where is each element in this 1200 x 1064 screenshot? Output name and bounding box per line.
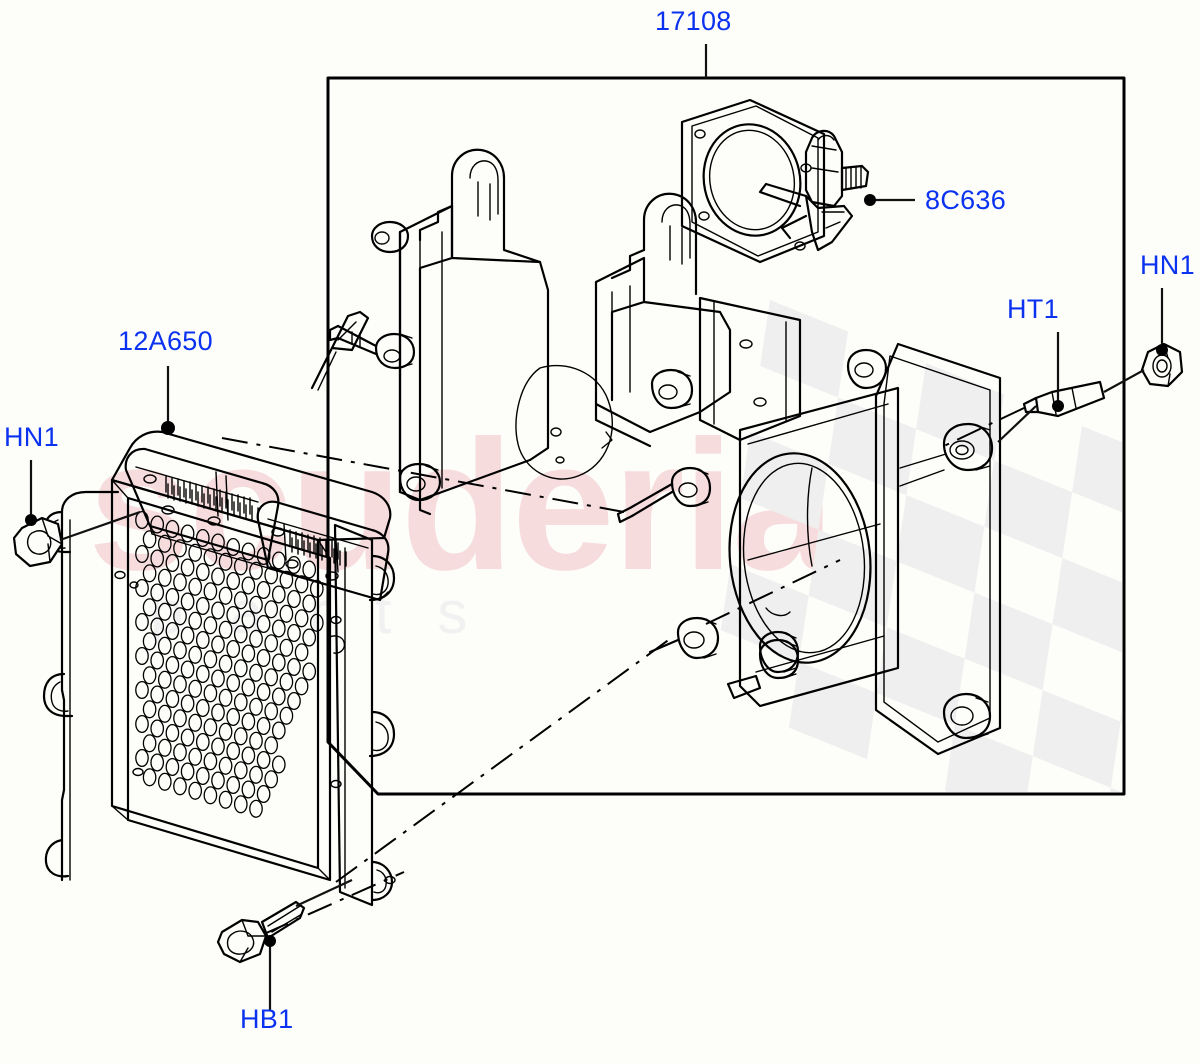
callout-ht1[interactable]: HT1: [1007, 294, 1059, 324]
throttle-body-graphic: [726, 342, 1002, 756]
callout-hb1[interactable]: HB1: [240, 1004, 294, 1034]
flange-bolt-hb1-graphic: [216, 879, 353, 964]
callout-dot-12a650: [161, 421, 175, 435]
center-sleeve-and-pin: [616, 466, 800, 674]
callout-12a650[interactable]: 12A650: [118, 326, 213, 356]
callout-8c636[interactable]: 8C636: [925, 185, 1007, 215]
ecu-mounting-bracket-graphic: [328, 148, 802, 516]
callout-dot-hb1: [264, 935, 276, 947]
callout-hn1-right[interactable]: HN1: [1140, 250, 1195, 280]
hex-nut-left-graphic: [12, 510, 141, 568]
stud-ht1-graphic: [997, 380, 1106, 443]
callout-hn1-left[interactable]: HN1: [4, 422, 59, 452]
assembly-boundary-box: [326, 76, 1126, 796]
callout-dot-hn1-right: [1156, 344, 1168, 356]
assembly-alignment-lines: [221, 407, 1025, 935]
checkered-flag-icon: [720, 300, 1122, 792]
connector-pins-left: [165, 475, 259, 523]
callout-dot-8c636: [864, 194, 876, 206]
hex-nut-right-graphic: [1103, 342, 1184, 393]
throttle-position-sensor-graphic: [680, 98, 870, 264]
callout-leaders: [25, 44, 1168, 1010]
engine-control-module-graphic: [42, 430, 396, 907]
connector-pins-right: [289, 529, 347, 567]
callout-dot-ht1: [1052, 400, 1064, 412]
bracket-stud-upper-left: [310, 310, 370, 391]
callout-dot-hn1-left: [25, 514, 37, 526]
heat-sink-fins: [135, 510, 324, 818]
callout-17108[interactable]: 17108: [655, 6, 732, 36]
